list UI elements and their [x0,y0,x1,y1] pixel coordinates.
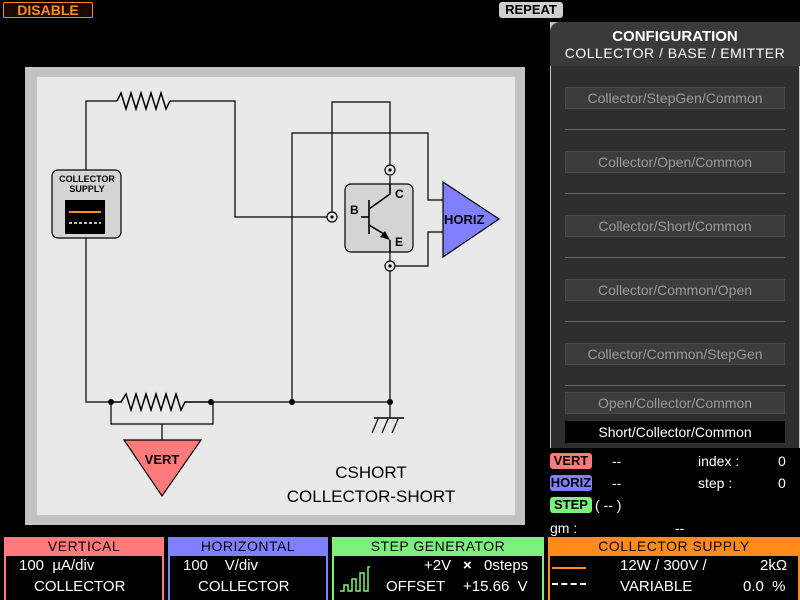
collector-supply-frame [548,556,800,600]
gm-label: gm : [550,520,578,536]
junction-dot [289,399,295,405]
config-separator [565,129,785,130]
diagram-description-caption: COLLECTOR-SHORT [287,487,455,506]
step-generator-panel[interactable]: STEP GENERATOR +2V × 0steps OFFSET +15.6… [332,537,544,600]
horizontal-source: COLLECTOR [198,578,290,595]
step-count-label: step : [698,475,733,491]
step-generator-frame [332,556,544,600]
junction-dot [387,399,393,405]
collector-supply-mode: VARIABLE [620,578,693,595]
junction-dot [208,399,214,405]
staircase-icon [340,566,370,592]
vert-amplifier-icon [122,439,203,498]
configuration-title: CONFIGURATION [612,28,738,45]
sense-resistor [111,391,211,413]
vertical-scale: 100 µA/div [19,557,95,574]
step-value: ( -- ) [595,497,622,513]
dc-supply-icon [552,583,586,585]
collector-supply-panel[interactable]: COLLECTOR SUPPLY 12W / 300V / 2kΩ VARIAB… [548,537,800,600]
step-generator-title: STEP GENERATOR [332,537,544,556]
wire-horiz-lower [395,231,443,267]
gm-value: -- [675,520,685,536]
terminal-emitter-ring [384,260,396,272]
ground-hatch-2 [381,418,389,434]
ground-hatch-3 [391,418,399,434]
top-resistor [116,90,171,112]
config-option-collector-common-open[interactable]: Collector/Common/Open [565,279,785,301]
index-label: index : [698,453,740,469]
config-separator [565,321,785,322]
config-option-short-collector-common[interactable]: Short/Collector/Common [565,421,785,443]
diagram-mode-caption: CSHORT [335,463,406,482]
transistor-box [344,183,414,253]
config-option-open-collector-common[interactable]: Open/Collector/Common [565,392,785,414]
horiz-amplifier-icon [442,180,501,259]
wire-collector [331,101,391,212]
configuration-subtitle: COLLECTOR / BASE / EMITTER [564,45,786,61]
horiz-tag: HORIZ [550,475,592,491]
collector-supply-display [65,200,105,234]
step-multiply-icon: × [463,557,472,574]
step-offset-label: OFFSET [386,578,446,595]
step-amplitude: +2V [424,557,452,574]
horizontal-scale: 100 V/div [183,557,259,574]
step-offset-value: +15.66 V [463,578,528,595]
horiz-value: -- [612,475,622,491]
terminal-e-label: E [395,235,403,249]
horizontal-frame [168,556,328,600]
config-option-collector-common-stepgen[interactable]: Collector/Common/StepGen [565,343,785,365]
terminal-b-label: B [350,203,359,217]
wire-top-left [85,100,117,170]
config-separator [565,385,785,386]
step-count: 0steps [484,557,529,574]
terminal-collector-ring [384,164,396,176]
terminal-base-ring [326,211,338,223]
vert-value: -- [612,453,622,469]
vertical-title: VERTICAL [4,537,164,556]
terminal-c-label: C [395,187,404,201]
collector-supply-title: COLLECTOR SUPPLY [548,537,800,556]
collector-supply-label-1: COLLECTOR [59,174,115,184]
config-separator [565,193,785,194]
config-option-collector-open-common[interactable]: Collector/Open/Common [565,151,785,173]
configuration-header: CONFIGURATION COLLECTOR / BASE / EMITTER [550,22,800,66]
vertical-frame [4,556,164,600]
vertical-panel[interactable]: VERTICAL 100 µA/div COLLECTOR [4,537,164,600]
ground-hatch-1 [371,418,379,434]
config-option-collector-short-common[interactable]: Collector/Short/Common [565,215,785,237]
collector-supply-resistance: 2kΩ [760,557,788,574]
collector-supply-label-2: SUPPLY [69,184,104,194]
disable-button[interactable]: DISABLE [3,2,93,18]
horizontal-panel[interactable]: HORIZONTAL 100 V/div COLLECTOR [168,537,328,600]
junction-dot [108,399,114,405]
horizontal-title: HORIZONTAL [168,537,328,556]
step-count-value: 0 [778,475,786,491]
variable-supply-icon [552,567,586,569]
npn-transistor-icon [361,184,391,252]
wire-base [170,100,327,218]
wire-left [85,238,111,403]
config-separator [565,257,785,258]
measurement-readout: VERT -- HORIZ -- STEP ( -- ) index : 0 s… [527,450,800,536]
config-option-collector-stepgen-common[interactable]: Collector/StepGen/Common [565,87,785,109]
horiz-amplifier-label: HORIZ [444,212,485,227]
vert-tag: VERT [550,453,592,469]
collector-supply-rating: 12W / 300V / [620,557,707,574]
circuit-diagram-panel [37,77,515,515]
emitter-arrow-icon [380,231,390,240]
index-value: 0 [778,453,786,469]
wire-horiz-upper [291,132,443,402]
vert-amplifier-label: VERT [145,452,180,467]
collector-supply-percent: 0.0 % [743,578,786,595]
step-tag: STEP [550,497,592,513]
top-bar: DISABLE REPEAT [0,0,800,22]
repeat-button[interactable]: REPEAT [499,2,563,18]
vertical-source: COLLECTOR [34,578,126,595]
